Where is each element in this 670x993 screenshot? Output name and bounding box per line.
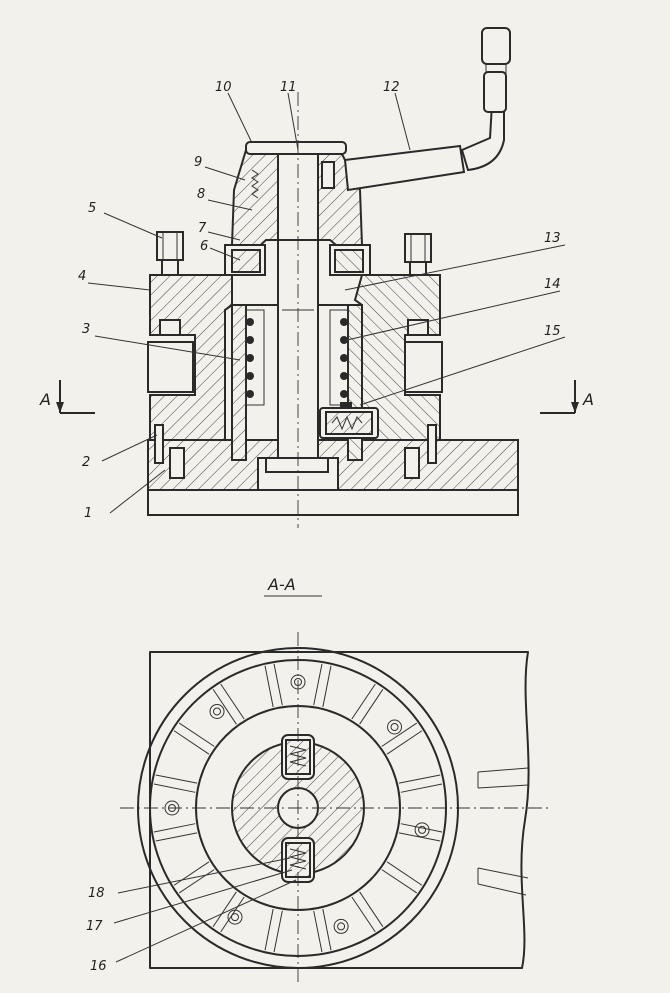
ring-hole-inner xyxy=(418,825,427,834)
rib-line xyxy=(273,663,283,706)
rib-line xyxy=(400,783,443,793)
rib-line xyxy=(351,896,376,933)
ring-hole xyxy=(387,719,403,735)
rib-line xyxy=(178,869,215,894)
ring-hole xyxy=(209,703,225,719)
top-washer xyxy=(245,141,347,155)
rib-line xyxy=(155,774,198,784)
rib-line xyxy=(381,869,418,894)
rib-line xyxy=(212,688,237,725)
housing-right xyxy=(353,274,441,441)
section-mark-right: A xyxy=(540,380,594,414)
callout-18: 18 xyxy=(88,886,105,901)
callout-15: 15 xyxy=(544,324,561,339)
section-letter-right: A xyxy=(582,390,594,409)
rib-line xyxy=(386,730,423,755)
rib-line xyxy=(220,683,245,720)
rib-line xyxy=(351,683,376,720)
rib-line xyxy=(264,665,274,708)
rib-line xyxy=(386,861,423,886)
callout-17: 17 xyxy=(86,919,103,934)
ring-hole-inner xyxy=(390,723,399,732)
callout-6: 6 xyxy=(200,239,208,254)
callout-14: 14 xyxy=(544,277,561,292)
spring-3 xyxy=(245,309,265,406)
section-letter-left: A xyxy=(39,390,51,409)
rib-line xyxy=(153,823,196,833)
ring-hole-inner xyxy=(337,922,346,931)
callout-4: 4 xyxy=(78,269,86,284)
callout-11: 11 xyxy=(280,80,297,95)
callout-9: 9 xyxy=(194,155,202,170)
bolt-right xyxy=(404,233,432,336)
base-frame xyxy=(149,651,530,969)
spring-14 xyxy=(329,309,349,406)
ring-hole xyxy=(227,909,243,925)
rib-line xyxy=(212,891,237,928)
leader-lines xyxy=(87,92,566,514)
callout-13: 13 xyxy=(544,231,561,246)
ring-hole-inner xyxy=(213,707,222,716)
rib-line xyxy=(273,910,283,953)
section-title: A-A xyxy=(267,575,296,594)
rib-line xyxy=(173,730,210,755)
callout-7: 7 xyxy=(198,221,207,236)
rib-line xyxy=(400,823,443,833)
rib-line xyxy=(359,891,384,928)
rib-line xyxy=(322,665,332,708)
rib-line xyxy=(313,663,323,706)
callout-5: 5 xyxy=(88,201,96,216)
callout-16: 16 xyxy=(90,959,107,974)
rib-line xyxy=(398,774,441,784)
rib-line xyxy=(264,908,274,951)
rib-line xyxy=(322,908,332,951)
plan-section-view: 18 17 16 xyxy=(86,632,552,985)
rib-line xyxy=(313,910,323,953)
front-section-view: A A 1 2 3 4 xyxy=(39,27,594,528)
bolt-left xyxy=(156,231,184,336)
rib-line xyxy=(153,783,196,793)
ring-hole xyxy=(414,822,430,838)
section-mark-left: A xyxy=(39,380,95,414)
plunger-15 xyxy=(319,402,379,439)
rib-line xyxy=(155,832,198,842)
callout-3: 3 xyxy=(82,322,90,337)
callout-1: 1 xyxy=(84,506,92,521)
callout-2: 2 xyxy=(82,455,90,470)
ring-hole-inner xyxy=(231,913,239,922)
rib-line xyxy=(359,688,384,725)
ring-hole xyxy=(333,918,349,934)
radial-ribs xyxy=(153,663,443,953)
callout-12: 12 xyxy=(383,80,400,95)
callout-10: 10 xyxy=(215,80,232,95)
rib-line xyxy=(173,861,210,886)
lever-handle xyxy=(343,27,511,192)
rib-line xyxy=(178,722,215,747)
callout-8: 8 xyxy=(197,187,205,202)
rib-line xyxy=(381,722,418,747)
